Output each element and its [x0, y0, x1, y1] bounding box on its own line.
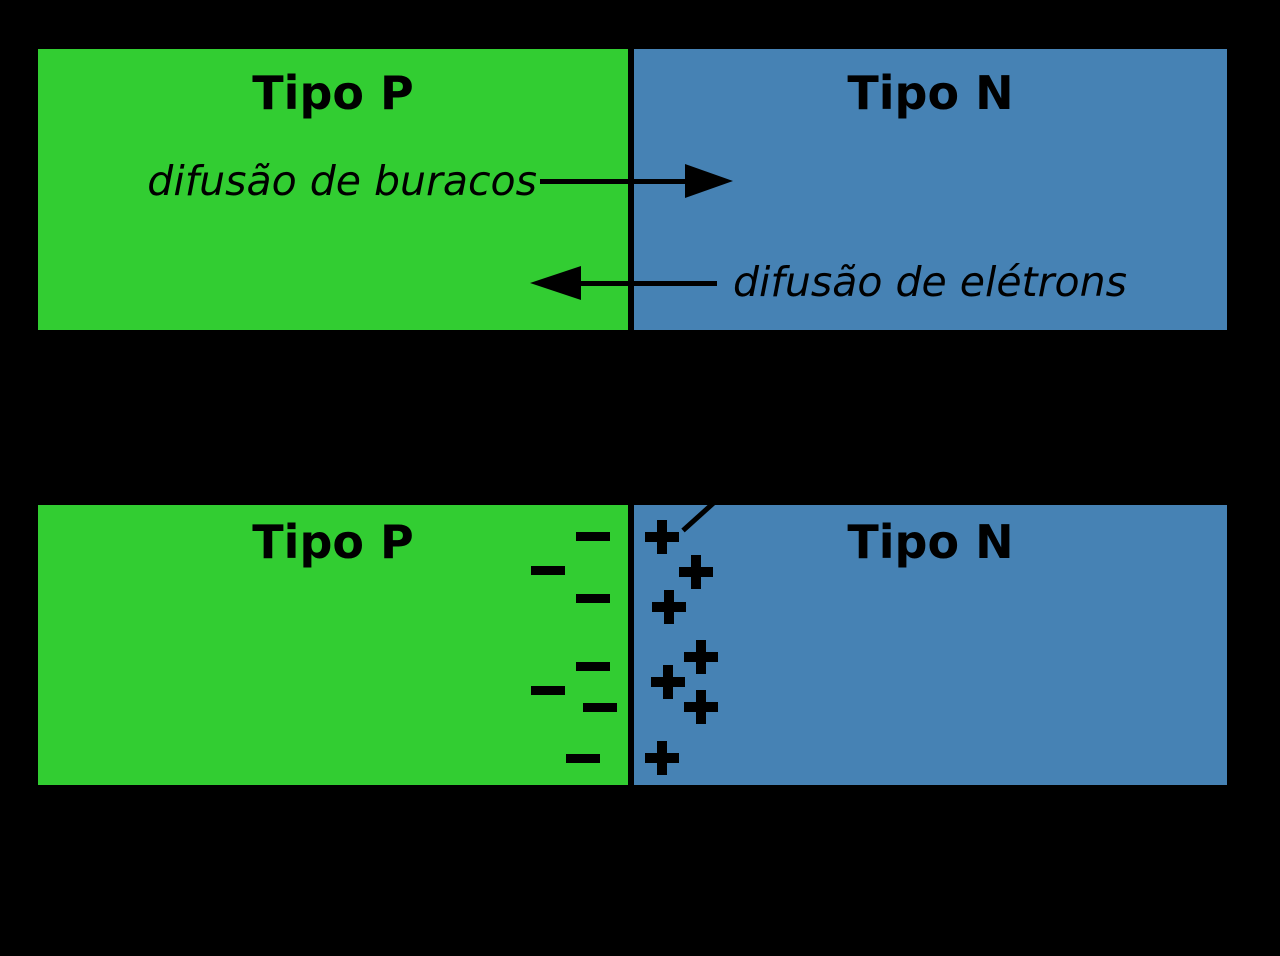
positive-ion-symbol [684, 640, 718, 674]
negative-ion-symbol [531, 565, 565, 575]
positive-ion-symbol [645, 520, 679, 554]
hole-diffusion-arrow-line [540, 179, 690, 184]
positive-ion-symbol [652, 590, 686, 624]
pn-junction-line [628, 49, 634, 330]
n-region-title: Tipo N [847, 66, 1014, 120]
positive-ion-symbol [679, 555, 713, 589]
pn-junction-line [628, 505, 634, 785]
p-region-title: Tipo P [252, 515, 414, 569]
negative-ion-symbol [583, 702, 617, 712]
n-region-title: Tipo N [847, 515, 1014, 569]
positive-ion-symbol [651, 665, 685, 699]
negative-ion-symbol [576, 593, 610, 603]
p-region-title: Tipo P [252, 66, 414, 120]
electron-diffusion-label: difusão de elétrons [733, 258, 1127, 306]
hole-diffusion-arrowhead-icon [685, 164, 733, 198]
negative-ion-symbol [566, 753, 600, 763]
n-region-bottom: Tipo N [634, 505, 1227, 785]
negative-ion-symbol [531, 685, 565, 695]
positive-ion-symbol [645, 741, 679, 775]
positive-ion-symbol [684, 690, 718, 724]
electron-diffusion-arrow-line [578, 281, 717, 286]
p-region-top: Tipo P [38, 49, 628, 330]
electron-diffusion-arrowhead-icon [530, 266, 581, 300]
hole-diffusion-label: difusão de buracos [147, 157, 537, 205]
negative-ion-symbol [576, 661, 610, 671]
p-region-bottom: Tipo P [38, 505, 628, 785]
negative-ion-symbol [576, 531, 610, 541]
